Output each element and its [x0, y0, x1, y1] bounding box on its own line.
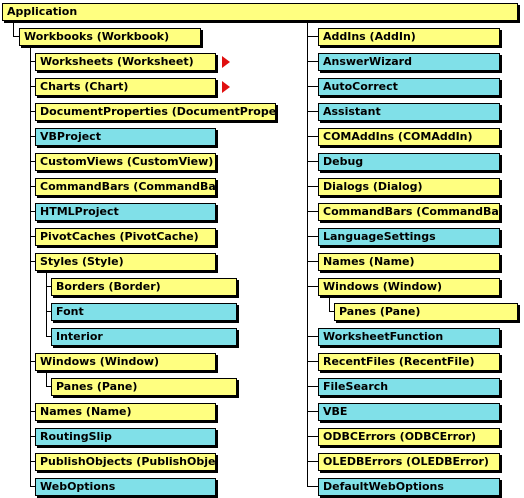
connector — [30, 486, 35, 487]
connector — [307, 86, 318, 87]
connector — [329, 296, 330, 312]
node-defaultweboptions[interactable]: DefaultWebOptions — [318, 478, 500, 496]
connector — [307, 361, 318, 362]
node-commandbars-commandbar[interactable]: CommandBars (CommandBar) — [35, 178, 216, 196]
node-routingslip[interactable]: RoutingSlip — [35, 428, 216, 446]
node-addins-addin[interactable]: AddIns (AddIn) — [318, 28, 500, 46]
connector — [307, 261, 318, 262]
node-vbproject[interactable]: VBProject — [35, 128, 216, 146]
connector — [30, 86, 35, 87]
connector — [30, 161, 35, 162]
connector — [30, 411, 35, 412]
connector — [30, 136, 35, 137]
node-autocorrect[interactable]: AutoCorrect — [318, 78, 500, 96]
node-documentproperties-documentproperty[interactable]: DocumentProperties (DocumentProperty) — [35, 103, 276, 121]
connector — [30, 186, 35, 187]
node-weboptions[interactable]: WebOptions — [35, 478, 216, 496]
connector — [13, 20, 14, 37]
connector — [13, 36, 19, 37]
connector — [30, 236, 35, 237]
node-worksheetfunction[interactable]: WorksheetFunction — [318, 328, 500, 346]
connector — [46, 336, 51, 337]
connector — [46, 386, 51, 387]
node-workbooks-workbook[interactable]: Workbooks (Workbook) — [19, 28, 201, 46]
connector — [30, 211, 35, 212]
connector — [307, 211, 318, 212]
node-application[interactable]: Application — [2, 3, 518, 21]
node-borders-border[interactable]: Borders (Border) — [51, 278, 237, 296]
connector — [30, 46, 31, 487]
connector — [46, 286, 51, 287]
node-font[interactable]: Font — [51, 303, 237, 321]
node-names-name[interactable]: Names (Name) — [35, 403, 216, 421]
node-filesearch[interactable]: FileSearch — [318, 378, 500, 396]
connector — [46, 311, 51, 312]
connector — [30, 461, 35, 462]
connector — [307, 111, 318, 112]
connector — [307, 136, 318, 137]
node-panes-pane[interactable]: Panes (Pane) — [51, 378, 237, 396]
connector — [30, 111, 35, 112]
connector — [307, 36, 318, 37]
connector — [307, 336, 318, 337]
connector — [46, 371, 47, 387]
connector — [30, 361, 35, 362]
connector — [307, 286, 318, 287]
node-comaddins-comaddin[interactable]: COMAddIns (COMAddIn) — [318, 128, 500, 146]
node-assistant[interactable]: Assistant — [318, 103, 500, 121]
connector — [307, 461, 318, 462]
connector — [46, 271, 47, 337]
node-windows-window[interactable]: Windows (Window) — [318, 278, 500, 296]
node-oledberrors-oledberror[interactable]: OLEDBErrors (OLEDBError) — [318, 453, 500, 471]
node-recentfiles-recentfile[interactable]: RecentFiles (RecentFile) — [318, 353, 500, 371]
node-debug[interactable]: Debug — [318, 153, 500, 171]
connector — [307, 186, 318, 187]
node-answerwizard[interactable]: AnswerWizard — [318, 53, 500, 71]
connector — [307, 20, 308, 487]
connector — [30, 61, 35, 62]
connector — [329, 311, 334, 312]
expand-arrow-icon[interactable] — [222, 56, 230, 68]
connector — [307, 436, 318, 437]
connector — [307, 161, 318, 162]
connector — [30, 436, 35, 437]
node-panes-pane[interactable]: Panes (Pane) — [334, 303, 518, 321]
connector — [30, 261, 35, 262]
node-worksheets-worksheet[interactable]: Worksheets (Worksheet) — [35, 53, 216, 71]
connector — [307, 411, 318, 412]
node-vbe[interactable]: VBE — [318, 403, 500, 421]
connector — [307, 386, 318, 387]
node-charts-chart[interactable]: Charts (Chart) — [35, 78, 216, 96]
connector — [307, 486, 318, 487]
connector — [307, 61, 318, 62]
node-customviews-customview[interactable]: CustomViews (CustomView) — [35, 153, 216, 171]
expand-arrow-icon[interactable] — [222, 81, 230, 93]
node-odbcerrors-odbcerror[interactable]: ODBCErrors (ODBCError) — [318, 428, 500, 446]
node-publishobjects-publishobject[interactable]: PublishObjects (PublishObject) — [35, 453, 216, 471]
connector — [307, 236, 318, 237]
node-languagesettings[interactable]: LanguageSettings — [318, 228, 500, 246]
node-htmlproject[interactable]: HTMLProject — [35, 203, 216, 221]
node-commandbars-commandbar[interactable]: CommandBars (CommandBar) — [318, 203, 500, 221]
node-dialogs-dialog[interactable]: Dialogs (Dialog) — [318, 178, 500, 196]
node-interior[interactable]: Interior — [51, 328, 237, 346]
node-styles-style[interactable]: Styles (Style) — [35, 253, 216, 271]
node-names-name[interactable]: Names (Name) — [318, 253, 500, 271]
node-windows-window[interactable]: Windows (Window) — [35, 353, 216, 371]
node-pivotcaches-pivotcache[interactable]: PivotCaches (PivotCache) — [35, 228, 216, 246]
